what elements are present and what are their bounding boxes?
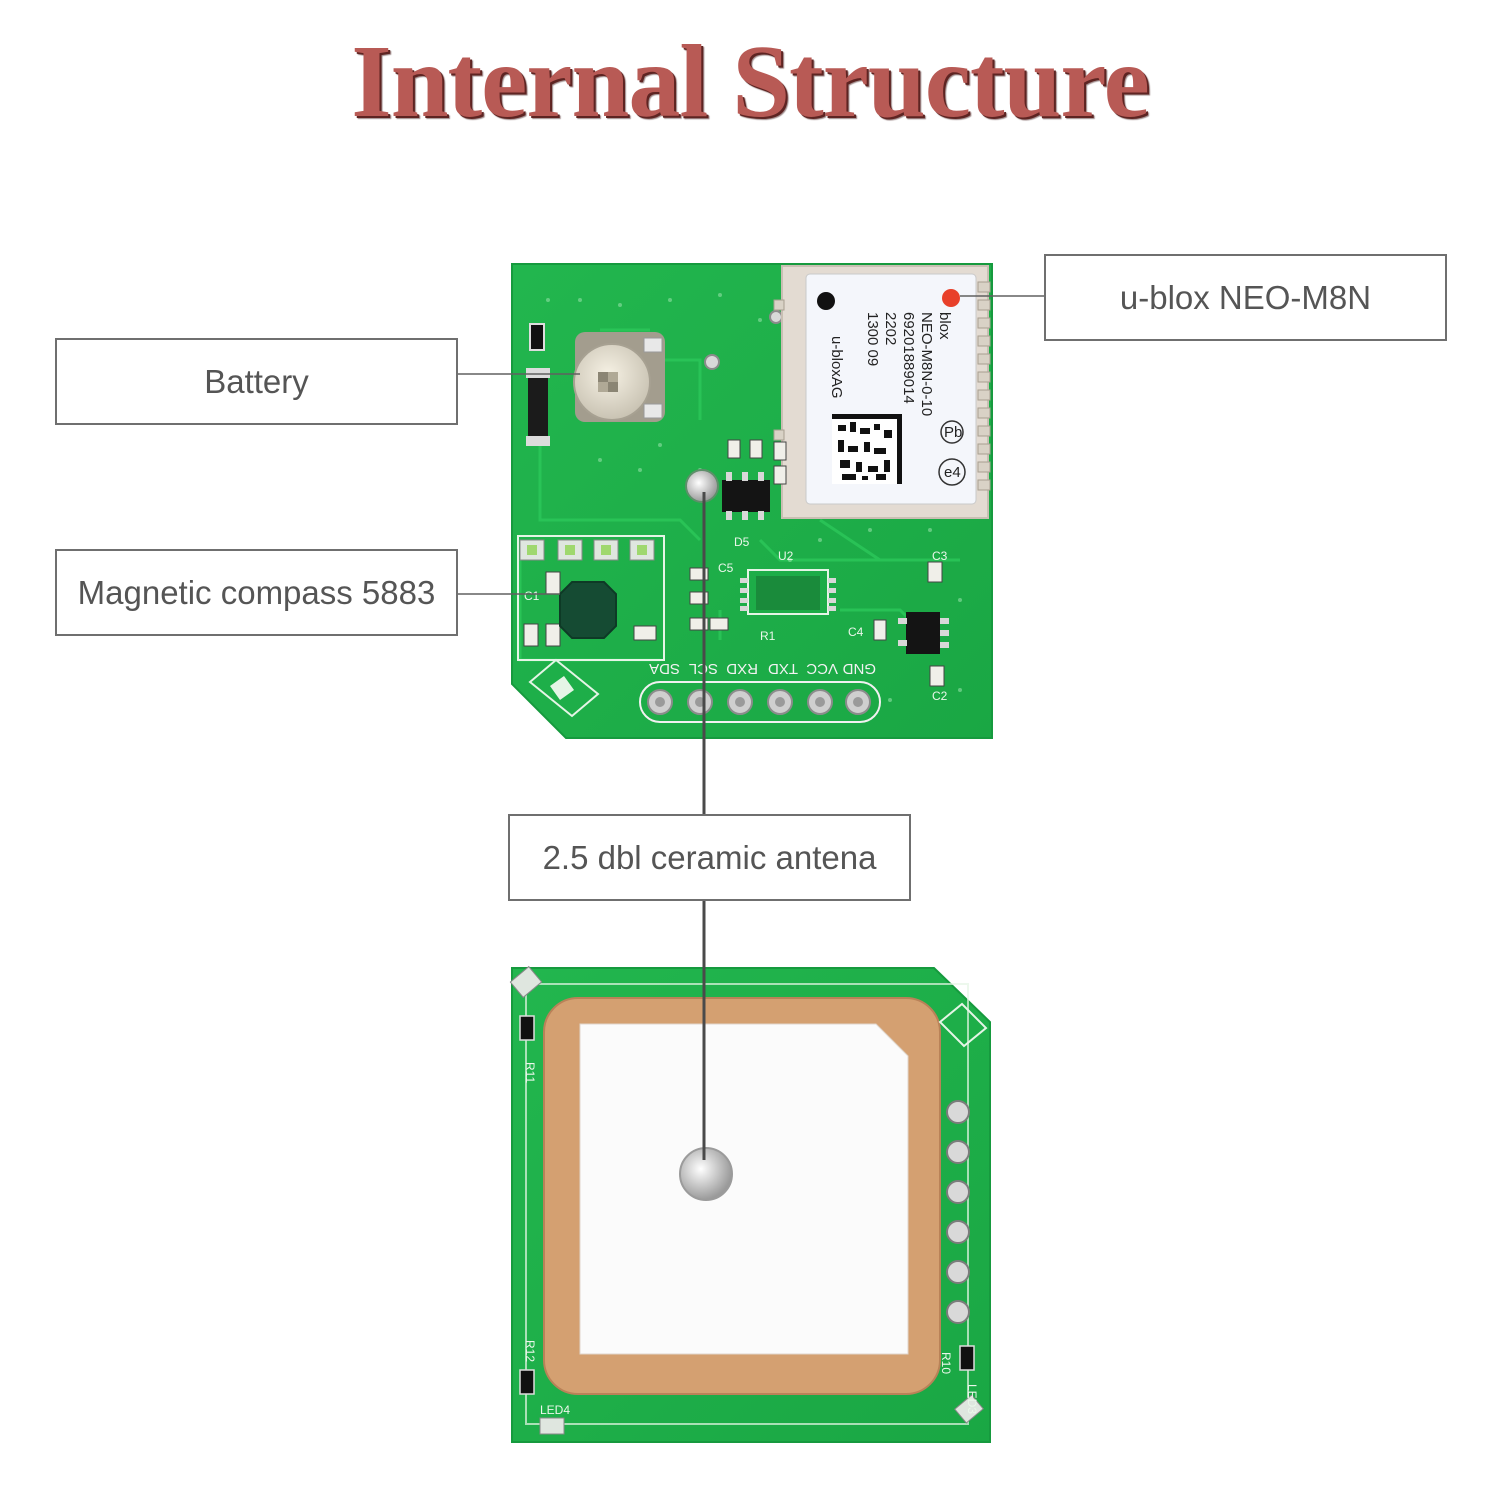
silk-c2: C2 xyxy=(932,689,948,703)
pin-label-sda: SDA xyxy=(649,660,680,677)
silk-u2: U2 xyxy=(778,549,794,563)
callout-ceramic-antenna: 2.5 dbl ceramic antena xyxy=(508,814,911,901)
mount-pad xyxy=(704,354,720,370)
pin-label-rxd: RXD xyxy=(726,660,758,677)
pin-label-txd: TXD xyxy=(768,660,798,677)
pin-label-gnd: GND xyxy=(843,660,877,677)
pin-header: GND VCC TXD RXD SCL SDA xyxy=(639,660,881,723)
compass-region xyxy=(517,535,665,718)
ceramic-patch-antenna xyxy=(543,997,941,1395)
silk-r12: R12 xyxy=(523,1340,537,1362)
diode xyxy=(526,368,550,446)
antenna-feed-point xyxy=(679,1147,733,1201)
bottom-pcb-board: R11 R12 R10 LED4 LED3 xyxy=(509,965,991,1443)
bottom-leds xyxy=(509,965,984,1435)
callout-neo-m8n: u-blox NEO-M8N xyxy=(1044,254,1447,341)
module-e4-mark: e4 xyxy=(944,464,961,481)
pcb-vias xyxy=(546,293,962,702)
silk-led3: LED3 xyxy=(965,1384,979,1414)
silk-c3: C3 xyxy=(932,549,948,563)
module-date: 2202 xyxy=(882,312,899,345)
datamatrix-code xyxy=(832,414,902,484)
bottom-header-pads xyxy=(946,1100,970,1324)
silk-r10: R10 xyxy=(939,1352,953,1374)
antenna-feed-pad xyxy=(685,469,719,503)
silk-d5: D5 xyxy=(734,535,750,549)
callout-magnetic-compass: Magnetic compass 5883 xyxy=(55,549,458,636)
silk-c5: C5 xyxy=(718,561,734,575)
resistor-r2 xyxy=(529,323,545,351)
module-model: NEO-M8N-0-10 xyxy=(918,312,935,416)
silk-led4: LED4 xyxy=(540,1403,570,1417)
ic-sot-regulator xyxy=(722,472,770,520)
ic-u2: U2 xyxy=(740,549,836,615)
module-brand: blox xyxy=(936,312,953,340)
silk-c4: C4 xyxy=(848,625,864,639)
pin-label-vcc: VCC xyxy=(806,660,838,677)
module-maker: u-bloxAG xyxy=(828,336,845,399)
silk-c1: C1 xyxy=(524,589,540,603)
compass-chip-5883 xyxy=(559,581,617,639)
passives-group xyxy=(523,439,945,687)
bottom-logo-mark xyxy=(938,1002,988,1048)
leader-lines xyxy=(458,295,1044,1160)
battery-cell xyxy=(573,332,665,422)
neo-m8n-module: blox NEO-M8N-0-10 69201889014 2202 1300 … xyxy=(773,265,991,519)
module-serial: 69201889014 xyxy=(900,312,917,404)
module-lot: 1300 09 xyxy=(864,312,881,366)
mount-pad xyxy=(769,310,783,324)
ic-sot-right xyxy=(898,612,949,654)
top-pcb-board: blox NEO-M8N-0-10 69201889014 2202 1300 … xyxy=(511,263,993,739)
callout-battery: Battery xyxy=(55,338,458,425)
silk-r11: R11 xyxy=(523,1062,537,1083)
silk-r1: R1 xyxy=(760,629,776,643)
svg-text:Pb: Pb xyxy=(944,424,962,441)
page-title: Internal Structure xyxy=(351,24,1150,139)
bottom-resistors xyxy=(519,1015,975,1395)
